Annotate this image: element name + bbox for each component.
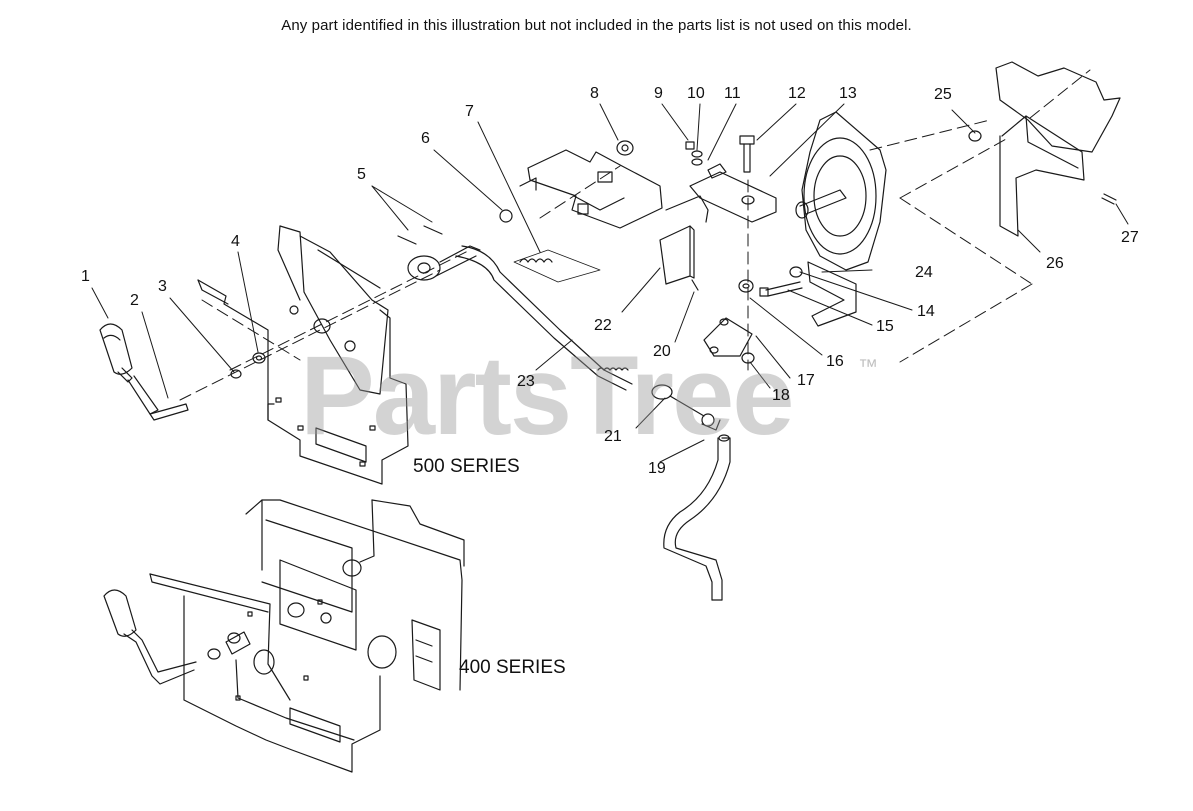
callout-24: 24	[915, 264, 933, 281]
side-plate-500-series	[198, 226, 408, 484]
callout-2: 2	[130, 292, 139, 309]
bracket-13	[666, 172, 776, 222]
clevis-21	[652, 385, 720, 430]
callout-18: 18	[772, 387, 790, 404]
bolt-12	[740, 136, 754, 172]
callout-26: 26	[1046, 255, 1064, 272]
illustration-note: Any part identified in this illustration…	[281, 17, 912, 34]
series-500-label: 500 SERIES	[413, 456, 520, 477]
spring-7	[514, 250, 600, 282]
partstree-watermark: PartsTree	[300, 333, 795, 458]
washers-3-4	[231, 353, 265, 378]
leader-lines	[92, 104, 1128, 462]
shift-lever-400-series	[104, 590, 250, 684]
bracket-24	[760, 262, 856, 326]
callout-20: 20	[653, 343, 671, 360]
callout-10: 10	[687, 85, 705, 102]
callout-3: 3	[158, 278, 167, 295]
callout-15: 15	[876, 318, 894, 335]
callout-16: 16	[826, 353, 844, 370]
trademark-symbol: ™	[858, 356, 878, 378]
callout-22: 22	[594, 317, 612, 334]
bracket-22	[660, 226, 698, 290]
callout-1: 1	[81, 268, 90, 285]
screws-5	[398, 226, 442, 244]
washer-6	[500, 210, 512, 222]
frame-400-series	[150, 500, 464, 772]
callout-21: 21	[604, 428, 622, 445]
callout-6: 6	[421, 130, 430, 147]
callout-8: 8	[590, 85, 599, 102]
callout-7: 7	[465, 103, 474, 120]
callout-5: 5	[357, 166, 366, 183]
bracket-8	[520, 141, 662, 228]
callout-12: 12	[788, 85, 806, 102]
assembly-lines	[180, 70, 1090, 400]
callout-4: 4	[231, 233, 240, 250]
callout-14: 14	[917, 303, 935, 320]
callout-23: 23	[517, 373, 535, 390]
callout-27: 27	[1121, 229, 1139, 246]
transmission-housing	[796, 112, 886, 270]
shift-knob-and-lever	[100, 324, 188, 420]
callout-17: 17	[797, 372, 815, 389]
callout-11: 11	[724, 85, 741, 102]
callout-19: 19	[648, 460, 666, 477]
hardware-9-11	[686, 142, 726, 178]
callout-25: 25	[934, 86, 952, 103]
pivot-rod-19	[664, 435, 730, 600]
shift-rod-23	[456, 246, 632, 390]
frame-bracket-26	[969, 62, 1120, 236]
series-400-label: 400 SERIES	[459, 657, 566, 678]
callout-9: 9	[654, 85, 663, 102]
callout-13: 13	[839, 85, 857, 102]
plate-17	[704, 280, 754, 363]
